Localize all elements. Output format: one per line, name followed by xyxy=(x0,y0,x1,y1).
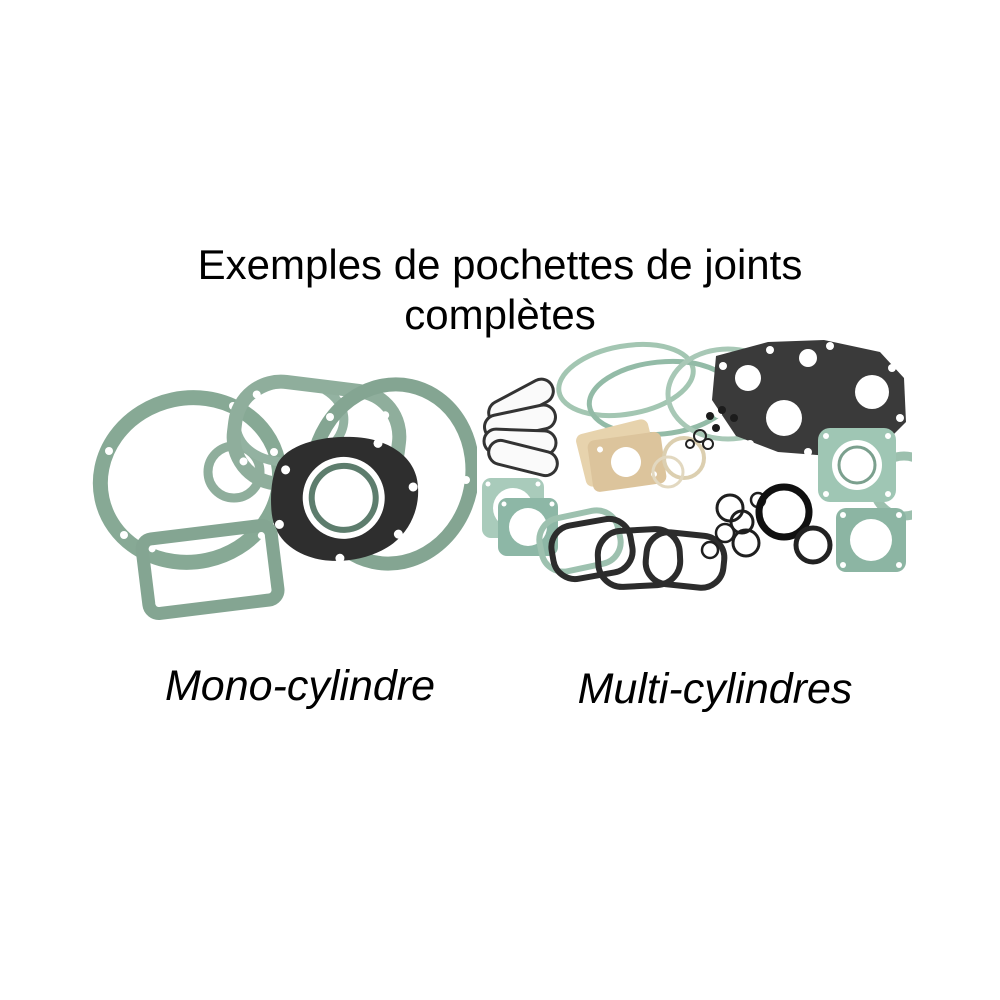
label-multi-cylindres: Multi-cylindres xyxy=(577,665,853,713)
mono-gasket-illustration xyxy=(92,374,477,620)
head-gaskets-green xyxy=(818,428,906,572)
label-mono-cylindre: Mono-cylindre xyxy=(164,662,436,710)
mono-cylindre-photo xyxy=(82,372,477,630)
multi-gasket-illustration xyxy=(482,340,912,591)
title-line-2: complètes xyxy=(404,290,596,338)
cylinder-base-gaskets-teal xyxy=(482,478,558,556)
clutch-cover-gasket-black xyxy=(271,436,419,563)
multi-cylindres-photo xyxy=(476,338,912,630)
large-o-rings xyxy=(755,483,833,565)
title-line-1: Exemples de pochettes de joints xyxy=(197,241,803,288)
paper-gaskets-beige xyxy=(576,419,667,492)
cream-rings xyxy=(651,436,706,489)
stacked-gaskets-fan xyxy=(482,377,559,478)
o-ring-cluster xyxy=(700,491,767,560)
base-gasket-rect xyxy=(135,518,285,620)
small-o-rings xyxy=(685,429,714,450)
rubber-caps xyxy=(706,406,738,432)
page-title: Exemples de pochettes de joints complète… xyxy=(0,240,1000,339)
cover-gaskets-row xyxy=(536,507,728,591)
